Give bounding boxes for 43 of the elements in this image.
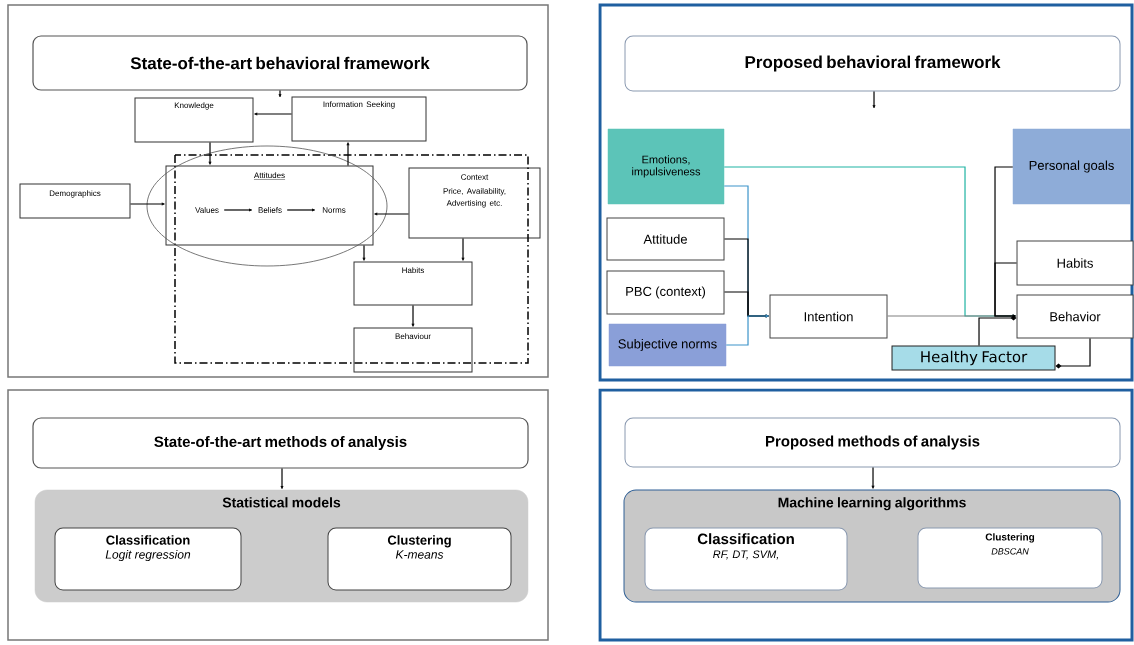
title-box: State-of-the-art behavioral framework	[32, 35, 528, 91]
factor-box: Emotions, impulsiveness	[607, 128, 725, 205]
factor-box: Healthy Factor	[891, 345, 1056, 371]
method-box: Clustering DBSCAN	[917, 527, 1103, 589]
factor-box: Behavior	[1016, 294, 1134, 339]
method-box: Clustering K-means	[327, 527, 512, 591]
method-box: Classification Logit regression	[54, 527, 242, 591]
title-box: State-of-the-art methods of analysis	[32, 417, 529, 469]
concept-box: Knowledge	[134, 97, 254, 143]
arrow	[872, 90, 876, 109]
arrow	[374, 212, 410, 216]
factor-box: Attitude	[606, 217, 725, 261]
arrow	[871, 466, 875, 489]
title-box: Proposed behavioral framework	[624, 35, 1121, 92]
title-box: Proposed methods of analysis	[624, 417, 1121, 468]
factor-box: PBC (context)	[606, 270, 725, 315]
arrow	[278, 90, 282, 98]
concept-box: Habits	[353, 261, 473, 306]
concept-label: Norms	[322, 207, 346, 213]
arrow	[280, 468, 284, 490]
arrow	[978, 315, 1017, 347]
arrow	[1055, 337, 1091, 369]
arrow	[994, 262, 1018, 318]
arrow	[286, 208, 316, 212]
concept-box: Information Seeking	[291, 96, 427, 142]
factor-box: Personal goals	[1012, 128, 1131, 205]
concept-box: Behaviour	[353, 327, 473, 373]
arrow	[461, 237, 465, 261]
method-box: Classification RF, DT, SVM,	[644, 527, 848, 591]
arrow	[411, 304, 415, 327]
factor-box: Intention	[769, 294, 888, 339]
factor-box: Habits	[1016, 240, 1134, 286]
arrow	[346, 142, 350, 167]
concept-label: Values	[195, 207, 219, 213]
concept-box: Context Price, Availability, Advertising etc.	[408, 167, 541, 239]
concept-label: Beliefs	[258, 207, 282, 213]
arrow	[362, 244, 366, 261]
factor-box: Subjective norms	[608, 323, 727, 367]
arrow	[254, 112, 293, 116]
arrow	[725, 314, 769, 346]
arrow	[223, 208, 253, 212]
concept-box: Demographics	[19, 183, 131, 219]
arrow	[208, 141, 212, 165]
